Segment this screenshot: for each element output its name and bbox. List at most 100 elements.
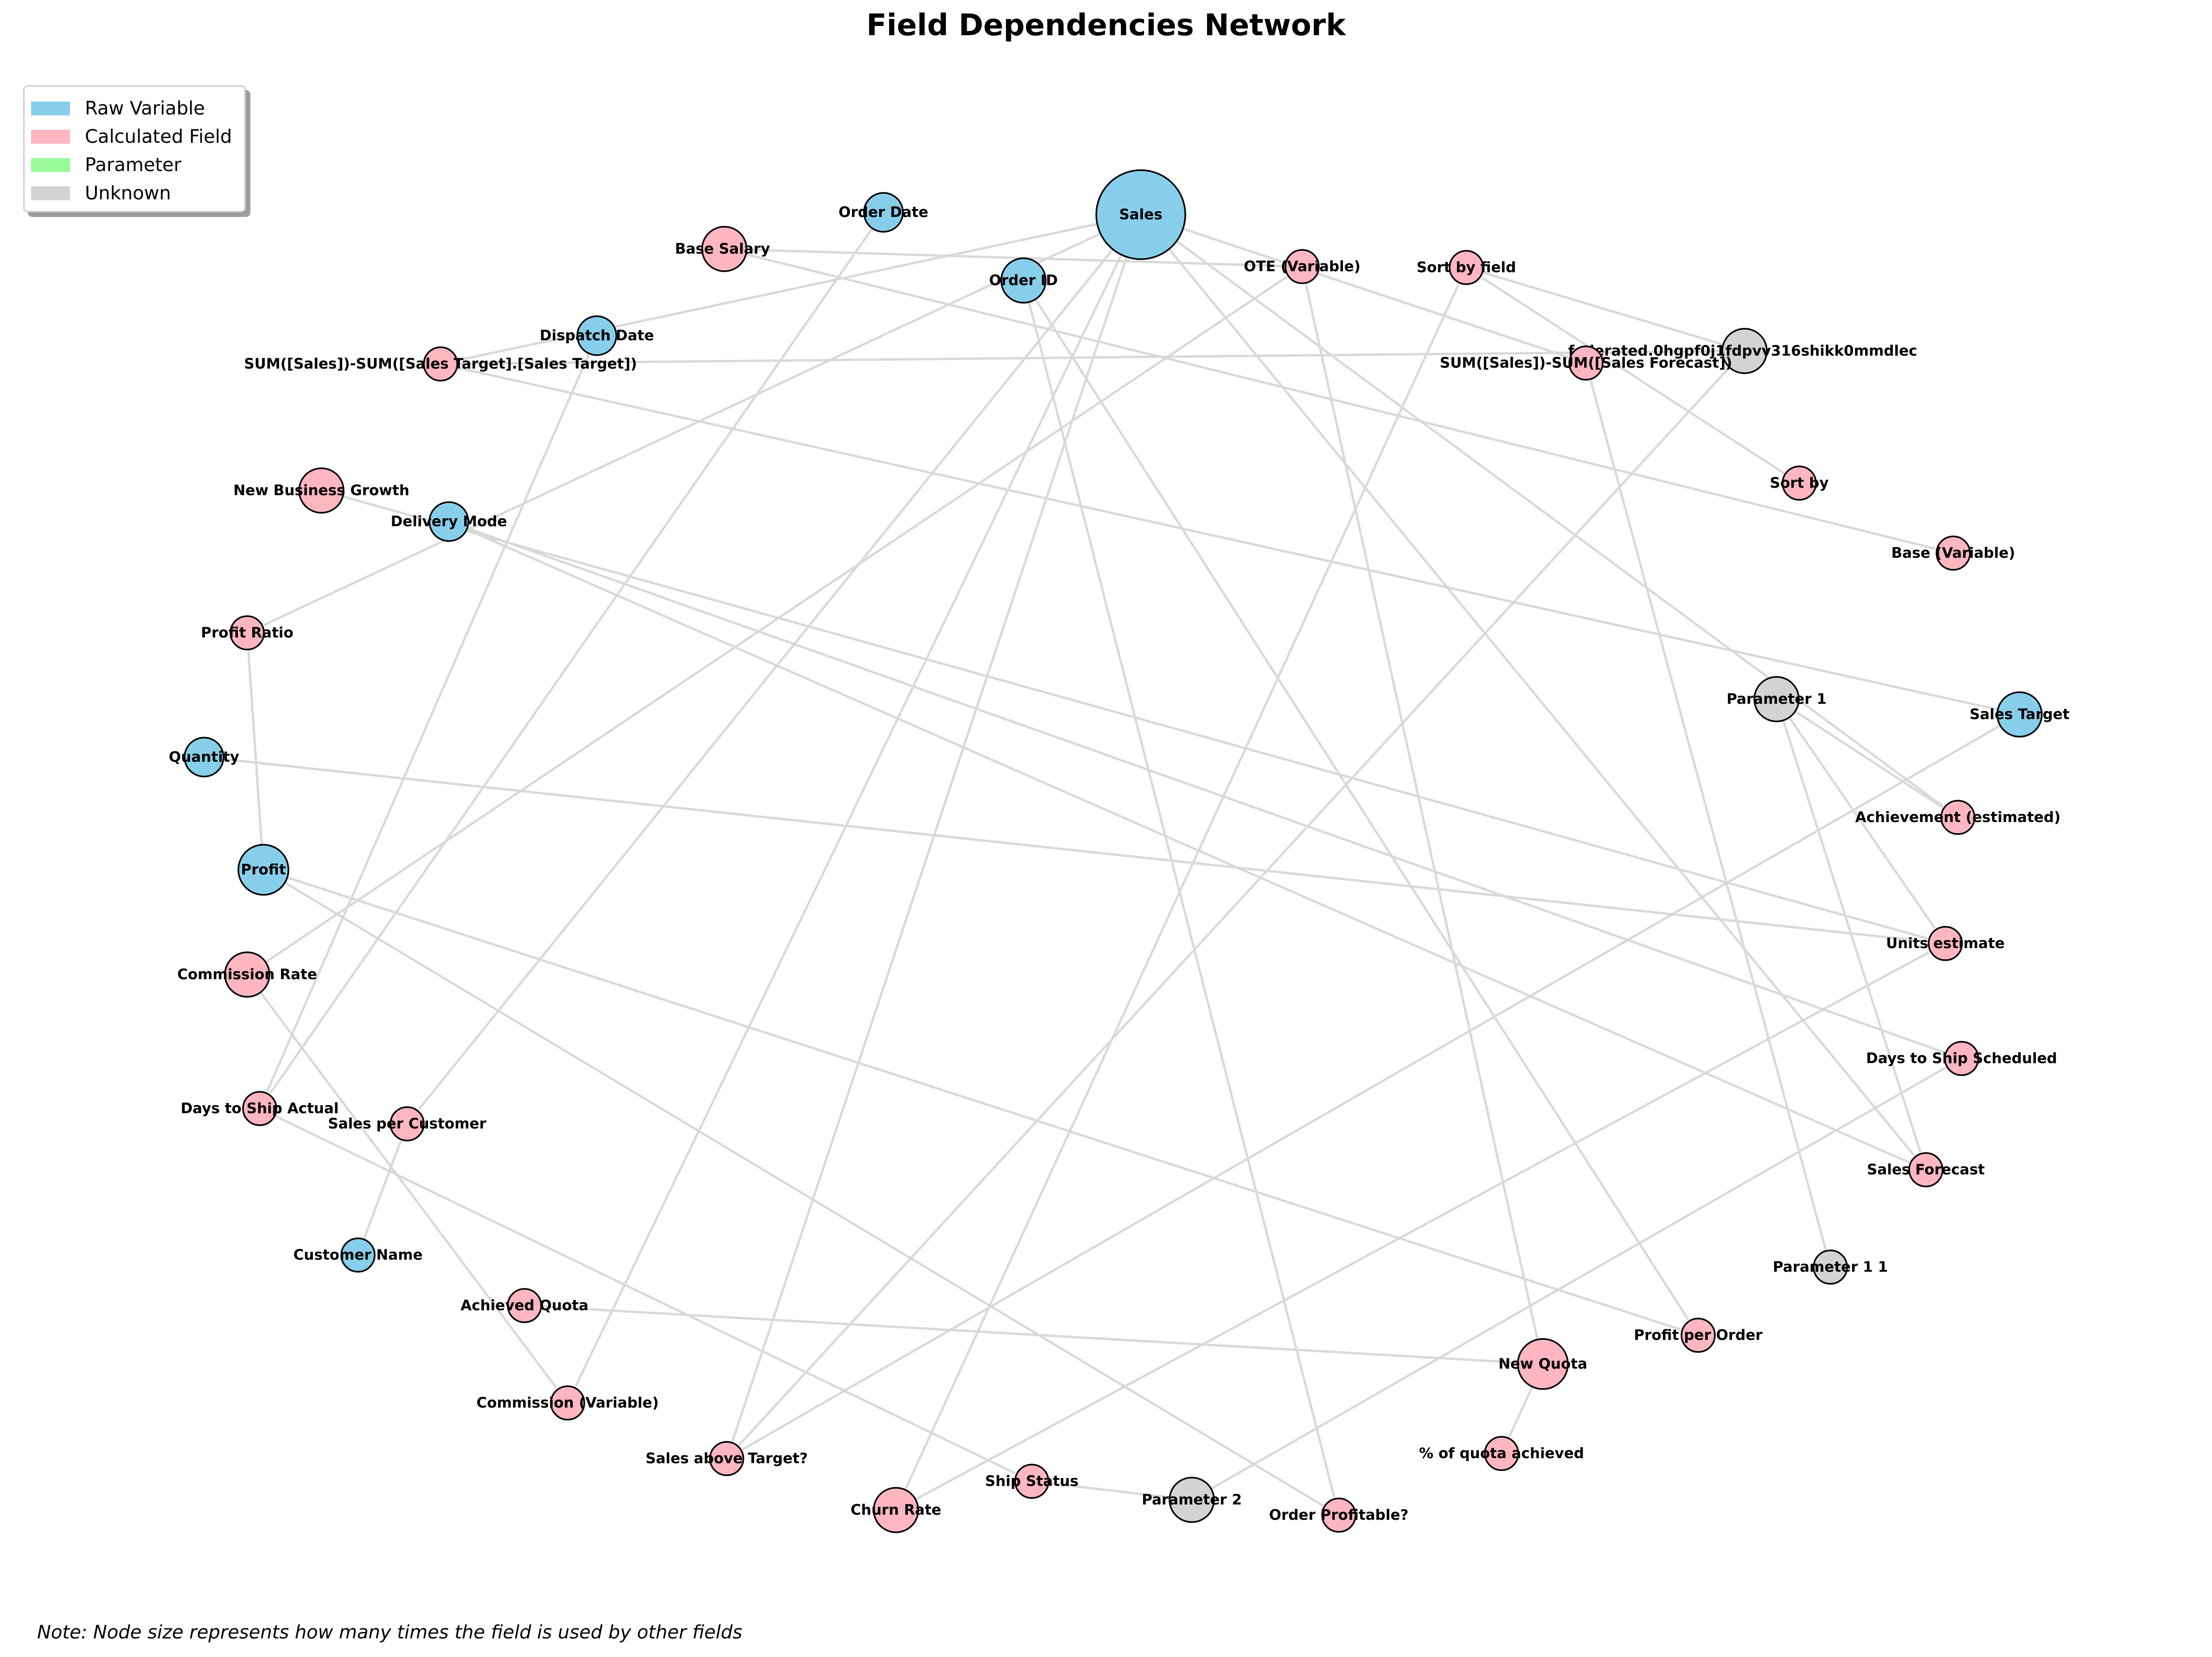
node-churn-rate[interactable]: Churn Rate bbox=[850, 1487, 941, 1533]
node-federated-0hgpf0j1fdpvv316shikk0mmdlec[interactable]: federated.0hgpf0j1fdpvv316shikk0mmdlec bbox=[1568, 328, 1918, 374]
node-sort-by-field[interactable]: Sort by field bbox=[1417, 250, 1516, 285]
legend-swatch-raw-variable bbox=[31, 101, 70, 115]
node-circle-new-business-growth[interactable] bbox=[298, 467, 345, 514]
legend-swatch-calculated-field bbox=[31, 129, 70, 144]
node-circle-achieved-quota[interactable] bbox=[507, 1288, 542, 1323]
legend-swatch-parameter bbox=[31, 158, 70, 172]
node-ote-variable[interactable]: OTE (Variable) bbox=[1244, 249, 1361, 284]
node-circle-new-quota[interactable] bbox=[1517, 1338, 1569, 1390]
node-circle-sales-per-customer[interactable] bbox=[390, 1106, 425, 1141]
edge-parameter-2-to-days-to-ship-scheduled bbox=[1210, 1066, 1946, 1490]
node-circle-sales-forecast[interactable] bbox=[1908, 1152, 1943, 1187]
node-label-parameter-2: Parameter 2 bbox=[1142, 1491, 1242, 1508]
node-circle-ote-variable[interactable] bbox=[1285, 249, 1320, 284]
edge-dispatch-date-to-days-to-ship-actual bbox=[266, 353, 590, 1092]
legend-label-calculated-field: Calculated Field bbox=[85, 126, 232, 147]
node-circle-of-quota-achieved[interactable] bbox=[1484, 1436, 1519, 1471]
node-circle-order-date[interactable] bbox=[863, 192, 904, 233]
node-base-variable[interactable]: Base (Variable) bbox=[1891, 535, 2015, 571]
node-sales-above-target[interactable]: Sales above Target? bbox=[646, 1441, 808, 1476]
chart-title: Field Dependencies Network bbox=[866, 8, 1346, 43]
node-dispatch-date[interactable]: Dispatch Date bbox=[540, 315, 654, 356]
node-circle-profit-per-order[interactable] bbox=[1681, 1318, 1716, 1353]
edge-new-quota-to-achieved-quota bbox=[543, 1306, 1518, 1364]
node-units-estimate[interactable]: Units estimate bbox=[1886, 926, 2005, 961]
node-new-business-growth[interactable]: New Business Growth bbox=[233, 467, 409, 514]
node-circle-quantity[interactable] bbox=[184, 737, 224, 778]
node-base-salary[interactable]: Base Salary bbox=[675, 226, 770, 272]
node-parameter-2[interactable]: Parameter 2 bbox=[1142, 1477, 1242, 1523]
node-label-new-business-growth: New Business Growth bbox=[233, 482, 409, 499]
node-label-dispatch-date: Dispatch Date bbox=[540, 327, 654, 344]
node-order-profitable[interactable]: Order Profitable? bbox=[1269, 1498, 1409, 1533]
node-label-achieved-quota: Achieved Quota bbox=[460, 1297, 588, 1314]
edge-delivery-mode-to-sales-forecast bbox=[466, 528, 1910, 1164]
node-circle-days-to-ship-actual[interactable] bbox=[242, 1091, 277, 1126]
node-sort-by[interactable]: Sort by bbox=[1770, 465, 1829, 501]
node-circle-achievement-estimated[interactable] bbox=[1940, 800, 1975, 835]
node-circle-days-to-ship-scheduled[interactable] bbox=[1944, 1041, 1979, 1076]
node-circle-order-id[interactable] bbox=[1000, 257, 1047, 304]
node-circle-units-estimate[interactable] bbox=[1928, 926, 1963, 961]
edge-sales-to-profit-ratio bbox=[263, 232, 1101, 626]
node-sum-sales-sum-sales-forecast[interactable]: SUM([Sales])-SUM([Sales Forecast]) bbox=[1440, 345, 1733, 381]
node-sales-per-customer[interactable]: Sales per Customer bbox=[328, 1106, 486, 1141]
node-label-new-quota: New Quota bbox=[1498, 1356, 1587, 1372]
edge-sales-target-to-sum-sales-sum-sales-target-sales-target bbox=[459, 367, 1998, 711]
node-circle-customer-name[interactable] bbox=[340, 1237, 376, 1273]
node-circle-delivery-mode[interactable] bbox=[428, 501, 469, 542]
edge-profit-to-profit-per-order bbox=[287, 876, 1681, 1331]
node-commission-variable[interactable]: Commission (Variable) bbox=[476, 1385, 659, 1421]
node-sales[interactable]: Sales bbox=[1095, 169, 1186, 260]
node-label-ote-variable: OTE (Variable) bbox=[1244, 258, 1361, 275]
node-circle-dispatch-date[interactable] bbox=[576, 315, 617, 356]
node-circle-sales-target[interactable] bbox=[1996, 691, 2043, 738]
node-circle-parameter-1[interactable] bbox=[1753, 676, 1800, 722]
node-ship-status[interactable]: Ship Status bbox=[985, 1464, 1079, 1499]
node-circle-profit[interactable] bbox=[237, 844, 289, 896]
node-achieved-quota[interactable]: Achieved Quota bbox=[460, 1288, 588, 1323]
node-delivery-mode[interactable]: Delivery Mode bbox=[391, 501, 507, 542]
node-quantity[interactable]: Quantity bbox=[169, 737, 239, 778]
node-circle-sales-above-target[interactable] bbox=[709, 1441, 744, 1476]
node-circle-profit-ratio[interactable] bbox=[230, 615, 265, 650]
node-circle-sales[interactable] bbox=[1095, 169, 1186, 260]
node-parameter-1-1[interactable]: Parameter 1 1 bbox=[1773, 1249, 1888, 1285]
node-profit-ratio[interactable]: Profit Ratio bbox=[201, 615, 294, 650]
node-sum-sales-sum-sales-target-sales-target[interactable]: SUM([Sales])-SUM([Sales Target].[Sales T… bbox=[244, 346, 637, 382]
node-circle-sum-sales-sum-sales-forecast[interactable] bbox=[1568, 345, 1604, 381]
node-circle-commission-rate[interactable] bbox=[224, 951, 270, 998]
node-circle-parameter-2[interactable] bbox=[1169, 1477, 1215, 1523]
node-circle-base-variable[interactable] bbox=[1936, 535, 1971, 571]
node-circle-parameter-1-1[interactable] bbox=[1813, 1249, 1848, 1285]
node-circle-order-profitable[interactable] bbox=[1321, 1498, 1356, 1533]
node-order-id[interactable]: Order ID bbox=[989, 257, 1058, 304]
node-commission-rate[interactable]: Commission Rate bbox=[177, 951, 317, 998]
node-profit[interactable]: Profit bbox=[237, 844, 289, 896]
node-circle-sort-by-field[interactable] bbox=[1449, 250, 1484, 285]
node-circle-churn-rate[interactable] bbox=[873, 1487, 919, 1533]
node-sales-forecast[interactable]: Sales Forecast bbox=[1867, 1152, 1985, 1187]
node-circle-ship-status[interactable] bbox=[1014, 1464, 1049, 1499]
node-circle-sum-sales-sum-sales-target-sales-target[interactable] bbox=[423, 346, 458, 382]
node-label-federated-0hgpf0j1fdpvv316shikk0mmdlec: federated.0hgpf0j1fdpvv316shikk0mmdlec bbox=[1568, 343, 1918, 359]
node-sales-target[interactable]: Sales Target bbox=[1969, 691, 2070, 738]
node-days-to-ship-scheduled[interactable]: Days to Ship Scheduled bbox=[1866, 1041, 2057, 1076]
node-of-quota-achieved[interactable]: % of quota achieved bbox=[1419, 1436, 1584, 1471]
node-new-quota[interactable]: New Quota bbox=[1498, 1338, 1587, 1390]
edge-sales-to-sales-above-target bbox=[731, 256, 1128, 1441]
node-label-base-salary: Base Salary bbox=[675, 241, 770, 257]
node-customer-name[interactable]: Customer Name bbox=[294, 1237, 423, 1273]
node-parameter-1[interactable]: Parameter 1 bbox=[1726, 676, 1827, 722]
node-achievement-estimated[interactable]: Achievement (estimated) bbox=[1855, 800, 2061, 835]
node-circle-commission-variable[interactable] bbox=[550, 1385, 585, 1421]
node-order-date[interactable]: Order Date bbox=[838, 192, 928, 233]
node-circle-sort-by[interactable] bbox=[1782, 465, 1817, 501]
node-days-to-ship-actual[interactable]: Days to Ship Actual bbox=[181, 1091, 339, 1126]
node-circle-base-salary[interactable] bbox=[701, 226, 748, 272]
node-profit-per-order[interactable]: Profit per Order bbox=[1634, 1318, 1763, 1353]
node-circle-federated-0hgpf0j1fdpvv316shikk0mmdlec[interactable] bbox=[1721, 328, 1768, 374]
node-label-sum-sales-sum-sales-target-sales-target: SUM([Sales])-SUM([Sales Target].[Sales T… bbox=[244, 356, 637, 372]
node-label-sort-by-field: Sort by field bbox=[1417, 259, 1516, 276]
